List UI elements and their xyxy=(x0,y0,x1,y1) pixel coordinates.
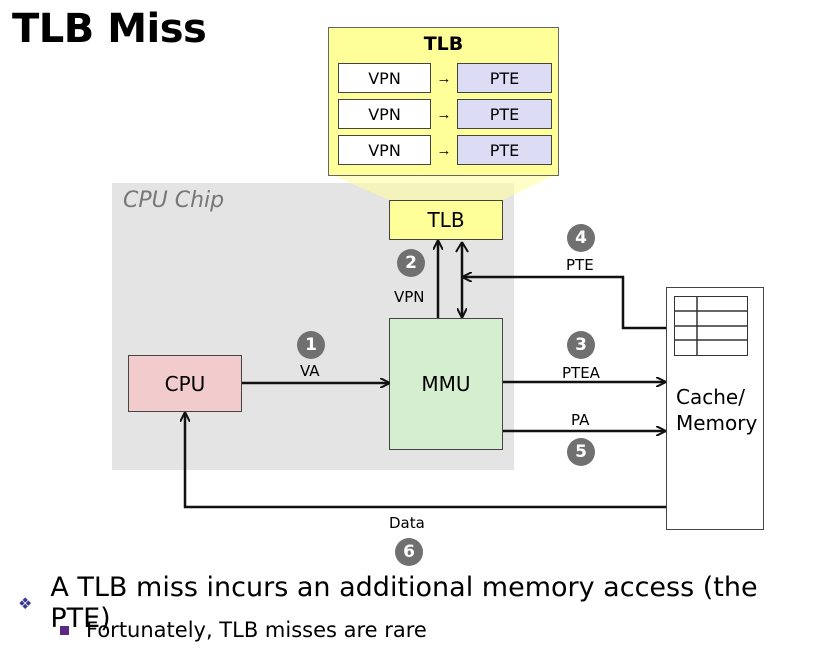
tlb-entry-vpn: VPN xyxy=(338,99,431,129)
pte-label: PTE xyxy=(566,256,594,274)
slide-title: TLB Miss xyxy=(12,6,207,52)
square-bullet-icon xyxy=(60,625,69,635)
bullet-sub-text: Fortunately, TLB misses are rare xyxy=(86,618,427,642)
right-arrow-icon: → xyxy=(436,106,452,123)
bullet-main: ❖ A TLB miss incurs an additional memory… xyxy=(18,572,818,634)
ptea-label: PTEA xyxy=(562,364,600,382)
cpu-box: CPU xyxy=(128,355,242,412)
cpu-chip-label: CPU Chip xyxy=(123,188,225,213)
pa-label: PA xyxy=(571,411,590,429)
step-badge-3: 3 xyxy=(567,331,595,359)
step-badge-6: 6 xyxy=(395,538,423,566)
data-label: Data xyxy=(389,514,425,532)
page-table-icon xyxy=(674,296,748,356)
tlb-detail-title: TLB xyxy=(423,33,464,55)
step-badge-5: 5 xyxy=(567,438,595,466)
tlb-entry-pte: PTE xyxy=(457,63,552,93)
step-badge-4: 4 xyxy=(567,224,595,252)
right-arrow-icon: → xyxy=(436,142,452,159)
data-arrow xyxy=(185,414,666,509)
mmu-box: MMU xyxy=(389,318,503,450)
diamond-bullet-icon: ❖ xyxy=(18,593,33,613)
bullet-main-text: A TLB miss incurs an additional memory a… xyxy=(50,572,758,634)
tlb-entry-pte: PTE xyxy=(457,135,552,165)
bullet-sub: Fortunately, TLB misses are rare xyxy=(60,618,427,642)
memory-label-line1: Cache/ xyxy=(676,385,745,409)
tlb-entry-vpn: VPN xyxy=(338,63,431,93)
tlb-entry-pte: PTE xyxy=(457,99,552,129)
pte-arrow xyxy=(464,277,666,330)
right-arrow-icon: → xyxy=(436,70,452,87)
memory-label-line2: Memory xyxy=(676,411,758,435)
vpn-label: VPN xyxy=(394,288,425,306)
tlb-box: TLB xyxy=(389,200,503,240)
tlb-entry-vpn: VPN xyxy=(338,135,431,165)
step-badge-2: 2 xyxy=(397,249,425,277)
step-badge-1: 1 xyxy=(297,331,325,359)
va-label: VA xyxy=(300,362,320,380)
